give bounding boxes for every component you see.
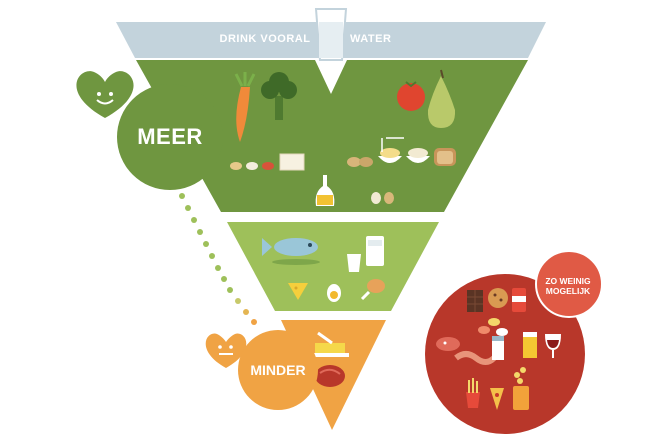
red-meat-icon bbox=[315, 365, 345, 387]
fries-icon bbox=[466, 378, 480, 408]
water-label: WATER bbox=[350, 33, 392, 45]
as-little-circle bbox=[425, 274, 585, 434]
chocolate-icon bbox=[467, 290, 483, 312]
potatoes-icon bbox=[347, 157, 373, 167]
neutral-heart-icon bbox=[205, 333, 247, 368]
fish-icon bbox=[262, 238, 320, 265]
tomato-icon bbox=[397, 81, 425, 111]
as-little-label: ZO WEINIG MOGELIJK bbox=[545, 276, 591, 296]
cheese-icon bbox=[288, 283, 308, 300]
beer-icon bbox=[523, 332, 537, 358]
butter-icon bbox=[311, 331, 349, 357]
nuts-icon bbox=[371, 192, 394, 204]
sausage-icon bbox=[436, 337, 460, 351]
meer-circle bbox=[117, 84, 223, 190]
oil-bottle-icon bbox=[315, 175, 335, 206]
egg-icon bbox=[327, 284, 341, 302]
smiley-heart-icon bbox=[76, 71, 134, 118]
legumes-icon bbox=[230, 162, 274, 170]
pasta-icon bbox=[378, 137, 404, 163]
bacon-icon bbox=[454, 351, 497, 365]
pizza-icon bbox=[490, 388, 504, 410]
water-glass-icon bbox=[314, 8, 348, 61]
salt-icon bbox=[492, 336, 504, 360]
pear-icon bbox=[427, 69, 456, 128]
yogurt-icon bbox=[347, 254, 361, 272]
dotted-connector bbox=[179, 193, 257, 325]
soda-can-icon bbox=[512, 288, 526, 312]
chicken-leg-icon bbox=[360, 279, 385, 301]
minder-label: MINDER bbox=[250, 362, 306, 378]
bread-icon bbox=[434, 148, 456, 166]
minder-circle bbox=[238, 330, 318, 410]
chips-icon bbox=[513, 367, 529, 410]
drink-label: DRINK VOORAL bbox=[219, 33, 311, 45]
as-little-badge bbox=[535, 250, 603, 318]
wine-icon bbox=[545, 334, 561, 358]
rice-icon bbox=[406, 148, 430, 163]
meer-label: MEER bbox=[137, 124, 203, 149]
candy-icon bbox=[478, 318, 508, 336]
tier-top-more bbox=[136, 60, 528, 212]
broccoli-icon bbox=[261, 72, 297, 120]
tofu-icon bbox=[279, 153, 305, 171]
carrot-icon bbox=[234, 72, 256, 142]
milk-icon bbox=[366, 236, 384, 266]
cookie-icon bbox=[488, 288, 508, 308]
